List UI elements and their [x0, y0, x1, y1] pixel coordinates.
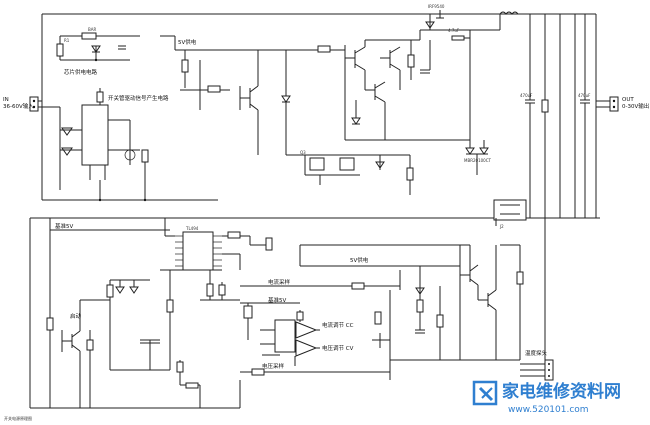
ref5v-2-label: 基准5V	[268, 296, 286, 304]
chip-power-circuit: BAR R1 芯片供电电路	[56, 27, 176, 76]
input-range-label: 36-60V输入	[3, 102, 34, 110]
temp-probe-label: 温度探头	[525, 349, 548, 357]
voltage-sample-section: 电压采样	[240, 290, 391, 380]
schottky-label: MBR20100CT	[464, 158, 491, 163]
svg-text:4.7uF: 4.7uF	[448, 28, 460, 33]
pwm-circuit-label: 开关管驱动信号产生电路	[108, 94, 169, 102]
svg-text:470uF: 470uF	[578, 93, 591, 98]
svg-text:Q3: Q3	[300, 150, 306, 155]
left-lower-circuit: 基准5V 启动	[46, 218, 201, 408]
top-mosfet: IRF9540	[428, 4, 445, 19]
v5-supply-top: 5V供电	[175, 38, 240, 88]
svg-text:R1: R1	[64, 38, 70, 43]
mosfet-label: IRF9540	[428, 4, 445, 9]
watermark-tools-icon	[472, 380, 498, 406]
current-sample-section: 电流采样 基准5V	[200, 270, 401, 340]
boot-label: 启动	[70, 312, 82, 320]
power-stage: 4.7uF	[317, 11, 519, 141]
chip-power-label: 芯片供电电路	[64, 68, 98, 76]
current-sample-label: 电流采样	[268, 278, 291, 286]
svg-text:TL494: TL494	[185, 226, 199, 231]
svg-text:BAR: BAR	[88, 27, 96, 32]
middle-bridge: Q3	[286, 150, 414, 195]
svg-text:470uF: 470uF	[520, 93, 533, 98]
voltage-adjust-label: 电压调节 CV	[322, 344, 354, 352]
control-ic: TL494	[160, 218, 273, 271]
mosfet-driver	[180, 49, 330, 155]
output-capacitors: 470uF 470uF	[520, 14, 591, 218]
diagram-caption: 开关电源原理图	[4, 415, 32, 421]
input-connector: IN 36-60V输入	[3, 96, 60, 112]
schottky-diode: MBR20100CT	[464, 140, 491, 175]
jumper-block: J2	[493, 199, 527, 229]
watermark-logo-text: 家电维修资料网	[502, 381, 621, 402]
input-in-label: IN	[3, 97, 9, 103]
temp-probe-connector: 温度探头	[520, 218, 554, 381]
watermark-logo: 家电维修资料网 www.520101.com	[472, 380, 621, 415]
output-connector: OUT 0-30V输出	[596, 96, 649, 112]
watermark-url: www.520101.com	[508, 405, 589, 415]
voltage-sample-label: 电压采样	[262, 362, 285, 370]
svg-text:J2: J2	[499, 224, 504, 229]
pwm-drive-circuit: 开关管驱动信号产生电路	[59, 88, 169, 202]
current-adjust-label: 电流调节 CC	[322, 321, 354, 329]
output-out-label: OUT	[622, 97, 634, 103]
v5-supply-mid: 5V供电	[299, 244, 524, 361]
v5-top-label: 5V供电	[178, 38, 197, 46]
ref5v-label: 基准5V	[55, 222, 73, 230]
output-range-label: 0-30V输出	[622, 102, 649, 110]
v5-mid-label: 5V供电	[350, 256, 369, 264]
opamp-block: 电流调节 CC 电压调节 CV	[260, 310, 354, 366]
